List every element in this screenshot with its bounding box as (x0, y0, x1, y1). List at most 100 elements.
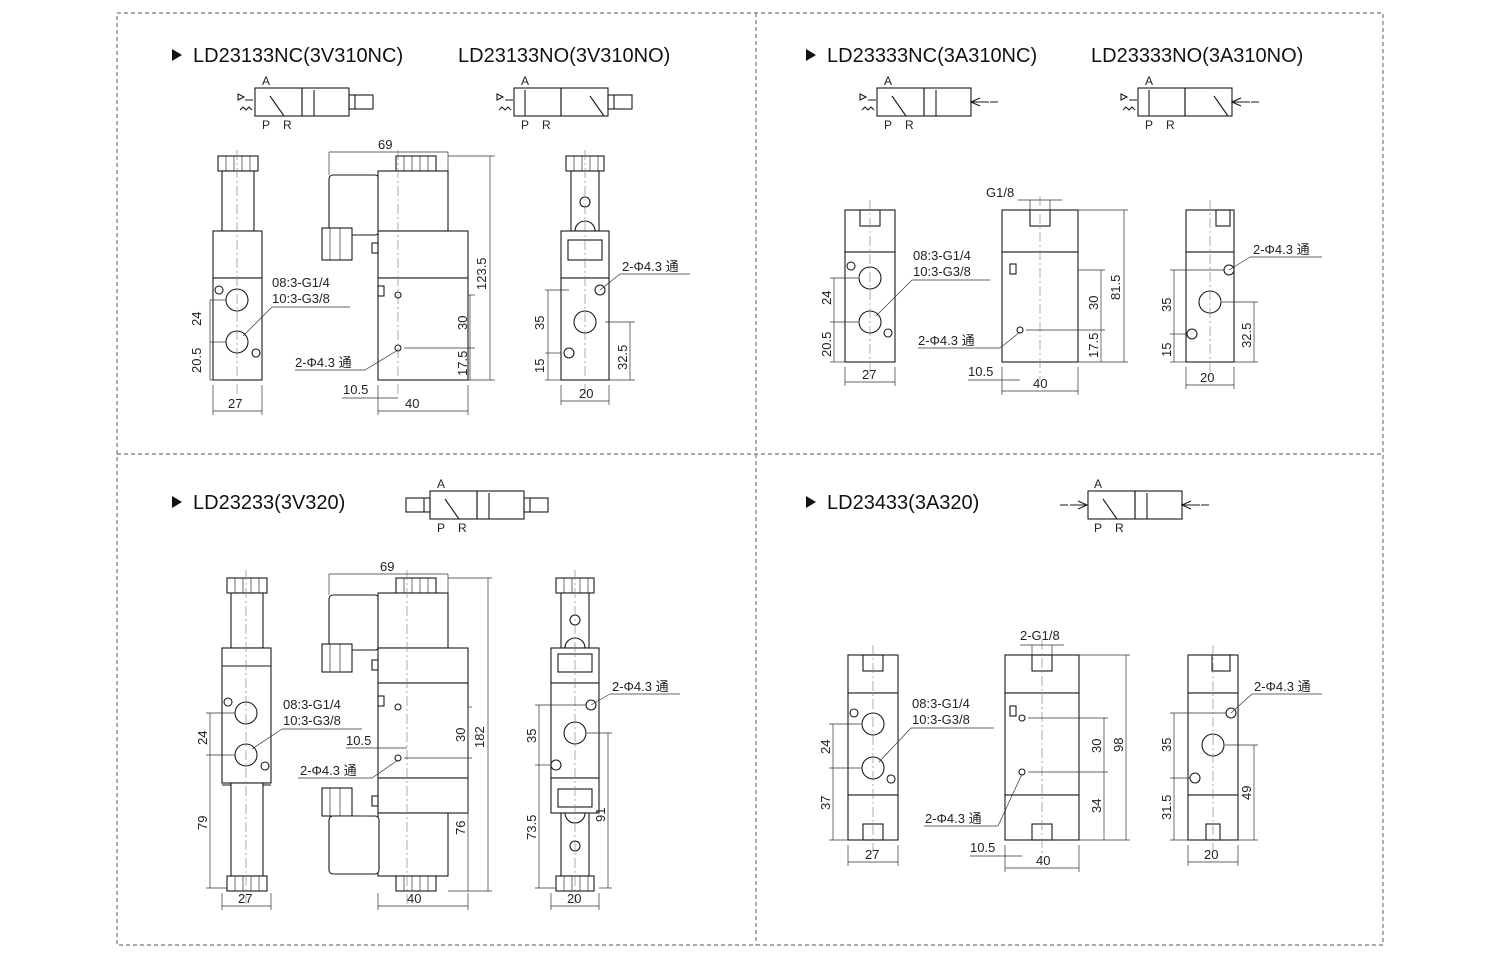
dim-side-91: 91 (593, 808, 608, 822)
dim-side-31: 31.5 (1159, 795, 1174, 820)
valve-symbol: A P R (405, 477, 549, 535)
dim-side-35: 35 (532, 316, 547, 330)
thread-label-2: 10:3-G3/8 (912, 712, 970, 727)
dim-g-top: G1/8 (986, 185, 1014, 200)
dim-side-35: 35 (524, 729, 539, 743)
panel-title: LD23233(3V320) (193, 492, 345, 514)
play-triangle-bullet-icon (806, 496, 816, 508)
dim-side-width: 20 (567, 891, 581, 906)
dim-lower: 76 (453, 821, 468, 835)
mount-hole-label: 2-Φ4.3 通 (300, 763, 357, 778)
dim-offset: 10.5 (346, 733, 371, 748)
dim-base-right: 17.5 (1086, 333, 1101, 358)
panel-ld23133: LD23133NC(3V310NC) LD23133NO(3V310NO) A … (172, 45, 690, 415)
dim-side-15: 15 (532, 359, 547, 373)
dim-side-width: 20 (1204, 847, 1218, 862)
dim-body-width: 40 (407, 891, 421, 906)
front-view: 24 20.5 27 08:3-G1/4 10:3-G3/8 (819, 200, 990, 386)
panel-title-no: LD23133NO(3V310NO) (458, 45, 670, 67)
port-a-label: A (1094, 477, 1102, 491)
mount-hole-side-label: 2-Φ4.3 通 (1253, 242, 1310, 257)
dim-port-right: 30 (455, 316, 470, 330)
dim-top-width: 69 (380, 559, 394, 574)
port-r-label: R (905, 118, 914, 132)
sheet-frame (116, 12, 1384, 946)
dim-face-width: 27 (238, 891, 252, 906)
main-view: 69 182 30 76 40 10.5 2-Φ4.3 通 (298, 559, 492, 910)
valve-symbol-nc: A P R (237, 74, 374, 132)
port-a-label: A (884, 74, 892, 88)
dim-port-bottom: 20.5 (819, 332, 834, 357)
dim-side-49: 49 (1239, 786, 1254, 800)
dim-side-width: 20 (579, 386, 593, 401)
panel-ld23233: LD23233(3V320) A P R 24 79 (172, 477, 680, 910)
thread-label-1: 08:3-G1/4 (272, 275, 330, 290)
dim-body-width: 40 (1033, 376, 1047, 391)
dim-offset: 10.5 (970, 840, 995, 855)
dim-height: 98 (1111, 738, 1126, 752)
dim-base-right: 34 (1089, 799, 1104, 813)
mount-hole-side-label: 2-Φ4.3 通 (622, 259, 679, 274)
mount-hole-label: 2-Φ4.3 通 (925, 811, 982, 826)
dim-side-width: 20 (1200, 370, 1214, 385)
dim-face-width: 27 (228, 396, 242, 411)
valve-symbol-nc: A P R (859, 74, 998, 132)
port-a-label: A (521, 74, 529, 88)
thread-label-2: 10:3-G3/8 (283, 713, 341, 728)
dim-port-pitch: 24 (195, 731, 210, 745)
thread-label-1: 08:3-G1/4 (912, 696, 970, 711)
side-view: 35 15 32.5 20 2-Φ4.3 通 (1159, 200, 1322, 389)
dim-body-width: 40 (405, 396, 419, 411)
port-p-label: P (521, 118, 529, 132)
panel-ld23433: LD23433(3A320) A P R 24 37 27 (806, 477, 1322, 872)
port-a-label: A (437, 477, 445, 491)
port-p-label: P (437, 521, 445, 535)
dim-port-pitch: 24 (818, 740, 833, 754)
dim-port-pitch: 24 (819, 291, 834, 305)
port-r-label: R (458, 521, 467, 535)
dim-port-right: 30 (453, 728, 468, 742)
thread-label-1: 08:3-G1/4 (913, 248, 971, 263)
panel-title-nc: LD23333NC(3A310NC) (827, 45, 1037, 67)
dim-port-bottom: 37 (818, 796, 833, 810)
valve-symbol: A P R (1060, 477, 1209, 535)
side-view: 35 31.5 49 20 2-Φ4.3 通 (1159, 645, 1322, 866)
side-view: 35 15 32.5 20 2-Φ4.3 通 (532, 150, 690, 405)
port-a-label: A (1145, 74, 1153, 88)
port-a-label: A (262, 74, 270, 88)
port-p-label: P (884, 118, 892, 132)
panel-title-no: LD23333NO(3A310NO) (1091, 45, 1303, 67)
side-view: 35 73.5 91 20 2-Φ4.3 通 (524, 570, 680, 910)
dim-top-width: 69 (378, 137, 392, 152)
main-view: 69 123.5 30 17.5 40 10.5 2-Φ4.3 通 (295, 137, 495, 415)
dim-height: 182 (472, 726, 487, 748)
dim-side-32: 32.5 (615, 345, 630, 370)
main-view: 2-G1/8 98 30 34 40 10.5 2-Φ4.3 通 (924, 628, 1130, 872)
dim-side-32: 32.5 (1239, 323, 1254, 348)
dim-offset: 10.5 (343, 382, 368, 397)
port-p-label: P (262, 118, 270, 132)
dim-side-15: 15 (1159, 343, 1174, 357)
front-view: 24 79 27 08:3-G1/4 10:3-G3/8 (195, 570, 362, 910)
port-r-label: R (542, 118, 551, 132)
dim-offset: 10.5 (968, 364, 993, 379)
front-view: 24 20.5 27 08:3-G1/4 10:3-G3/8 (189, 150, 350, 415)
play-triangle-bullet-icon (172, 49, 182, 61)
panel-title-nc: LD23133NC(3V310NC) (193, 45, 403, 67)
thread-label-2: 10:3-G3/8 (913, 264, 971, 279)
dim-port-right: 30 (1089, 739, 1104, 753)
dim-side-35: 35 (1159, 298, 1174, 312)
dim-side-35: 35 (1159, 738, 1174, 752)
main-view: G1/8 81.5 30 17.5 40 10.5 2-Φ4.3 通 (918, 185, 1128, 395)
dim-port-right: 30 (1086, 296, 1101, 310)
mount-hole-label: 2-Φ4.3 通 (918, 333, 975, 348)
port-r-label: R (1166, 118, 1175, 132)
dim-port-pitch: 24 (189, 312, 204, 326)
dim-height: 123.5 (474, 257, 489, 290)
play-triangle-bullet-icon (806, 49, 816, 61)
port-r-label: R (283, 118, 292, 132)
dim-face-width: 27 (865, 847, 879, 862)
dim-port-bottom: 79 (195, 816, 210, 830)
mount-hole-side-label: 2-Φ4.3 通 (612, 679, 669, 694)
port-p-label: P (1094, 521, 1102, 535)
